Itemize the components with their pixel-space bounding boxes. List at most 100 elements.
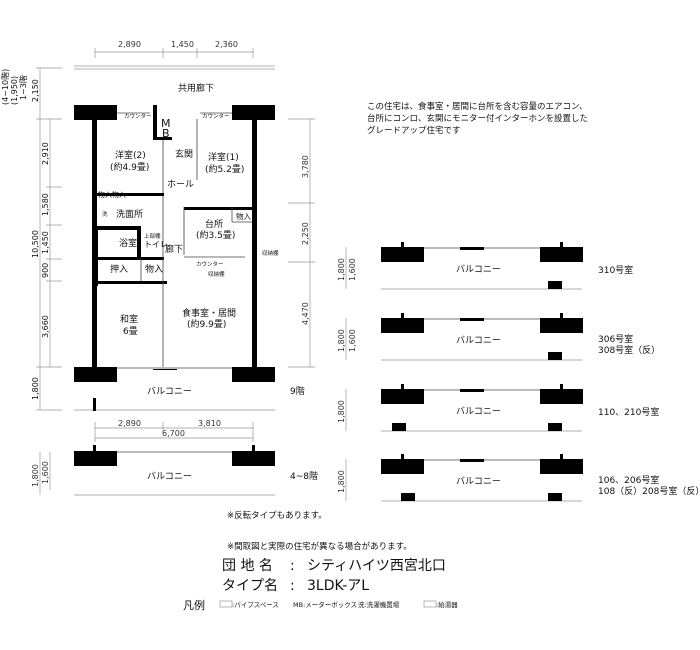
floor-label: 4~8階: [290, 471, 318, 482]
estate-name: シティハイツ西宮北口: [307, 558, 446, 574]
description-line: 台所にコンロ、玄関にモニター付インターホンを設置した: [367, 113, 588, 124]
dim-label: 1,800: [337, 400, 346, 423]
room-area: (約4.9畳): [110, 161, 149, 173]
dim-label: 1,800: [31, 464, 40, 487]
room-area: (約3.5畳): [196, 229, 235, 241]
dim-label: 2,360: [215, 40, 238, 49]
room-area: 6畳: [123, 326, 138, 337]
room-area: (約5.2畳): [205, 163, 244, 175]
dim-label: 1,450: [41, 231, 50, 254]
dim-label: (4~10階): [0, 69, 10, 105]
dim-label: 6,700: [162, 429, 185, 438]
dim-label: 1,580: [41, 193, 50, 216]
room-label-washroom: 洗面所: [116, 208, 143, 220]
room-label-storage: 物入: [145, 263, 163, 275]
dim-label: 2,890: [118, 40, 141, 49]
wall-block: [540, 389, 583, 404]
wall-block: [381, 389, 424, 404]
type-name: 3LDK-アL: [307, 578, 369, 594]
shelf-label: 収納棚: [208, 270, 225, 278]
room-label-storage: 物入: [112, 190, 126, 199]
dim-label: 10,500: [31, 230, 40, 258]
wall-block: [381, 459, 424, 474]
separator: :: [290, 558, 295, 574]
shelf-label: 収納棚: [262, 249, 279, 257]
balcony-4-8: 1,800 1,600 バルコニー 4~8階: [31, 445, 318, 496]
floor-label: 9階: [290, 386, 305, 397]
top-dimensions: 2,890 1,450 2,360: [94, 40, 254, 58]
room-label-balcony: バルコニー: [456, 406, 501, 417]
dim-label: 1,800: [337, 329, 346, 352]
dim-label: 2,890: [118, 419, 141, 428]
room-label-storage: 物入: [236, 211, 251, 221]
room-label-toilet: トイレ: [144, 240, 168, 249]
variant-room-label: 108（反）208号室（反）: [598, 485, 700, 497]
room-label-storage: 物入: [98, 190, 112, 199]
room-label-entrance: 玄関: [175, 148, 193, 160]
mb-label: B: [162, 127, 170, 140]
counter-label: カウンター: [202, 112, 230, 120]
dim-label: 1,450: [171, 40, 194, 49]
room-label-bath: 浴室: [119, 237, 137, 249]
wall-block: [540, 459, 583, 474]
variant-room-label: 110、210号室: [598, 406, 659, 418]
wall-block: [381, 247, 424, 262]
variant-room-label: 306号室: [598, 333, 633, 345]
dim-label: 1,600: [41, 461, 50, 484]
room-label-balcony: バルコニー: [456, 476, 501, 487]
note-disclaimer: ※間取図と実際の住宅が異なる場合があります。: [227, 541, 412, 552]
room-label-hall: ホール: [167, 179, 194, 190]
room-label-western1: 洋室(1): [208, 151, 239, 163]
dim-label: 2,910: [41, 142, 50, 165]
partitions: [117, 112, 252, 369]
room-label-balcony: バルコニー: [456, 335, 501, 346]
dim-label: 3,780: [301, 155, 310, 178]
room-label-balcony: バルコニー: [456, 264, 501, 275]
counter-label: カウンター: [196, 260, 224, 268]
dim-label: 2,150: [31, 79, 40, 102]
dim-label: 2,250: [301, 222, 310, 245]
legend-item: 洗:洗濯機置場: [358, 600, 400, 609]
legend-item: :給湯器: [436, 600, 458, 609]
water-heater-icon: [423, 600, 437, 608]
wall-block: [540, 247, 583, 262]
dim-label: 900: [41, 263, 50, 278]
room-label-balcony: バルコニー: [147, 471, 192, 482]
dim-label: 1,600: [348, 258, 357, 281]
counter-label: カウンター: [124, 112, 152, 120]
room-note: 上部棚: [144, 232, 161, 240]
washer-mark: 洗: [102, 210, 108, 218]
legend: :パイプスペース MB:メーターボックス 洗:洗濯機置場 :給湯器: [219, 600, 458, 609]
variant-room-label: 310号室: [598, 264, 633, 276]
dim-label: 1,800: [337, 470, 346, 493]
dim-label: 3,660: [41, 315, 50, 338]
room-label-western2: 洋室(2): [115, 149, 146, 161]
type-label: タイプ名: [222, 578, 278, 594]
room-label-corridor: 共用廊下: [178, 82, 214, 94]
left-dimensions: 2,910 1,580 1,450 900 3,660 1,800 10,500…: [0, 67, 62, 411]
separator: :: [290, 578, 295, 594]
bottom-dimensions: 2,890 3,810 6,700: [94, 419, 254, 442]
room-label-hallway: 廊下: [165, 243, 183, 255]
room-label-living: 食事室・居間: [182, 307, 236, 319]
dim-label: 1,600: [348, 329, 357, 352]
right-dimensions: 3,780 2,250 4,470: [288, 118, 315, 368]
wall-block: [540, 318, 583, 333]
note-reverse: ※反転タイプもあります。: [227, 510, 327, 521]
mb-label: M: [161, 117, 171, 130]
room-area: (約9.9畳): [187, 318, 226, 330]
description-line: この住宅は、食事室・居間に台所を含む容量のエアコン、: [367, 101, 588, 112]
wall-block: [381, 318, 424, 333]
room-label-closet: 押入: [110, 263, 128, 275]
legend-title: 凡例: [183, 598, 205, 612]
estate-label: 団 地 名: [222, 558, 273, 574]
description-line: グレードアップ住宅です: [367, 125, 461, 136]
dim-label: (1,950): [10, 76, 19, 105]
room-label-balcony: バルコニー: [147, 386, 192, 397]
room-label-kitchen: 台所: [205, 218, 223, 230]
variant-room-label: 308号室（反）: [598, 344, 660, 356]
legend-item: MB:メーターボックス: [293, 600, 357, 609]
pipe-space-icon: [219, 600, 233, 608]
dim-label: 3,810: [198, 419, 221, 428]
